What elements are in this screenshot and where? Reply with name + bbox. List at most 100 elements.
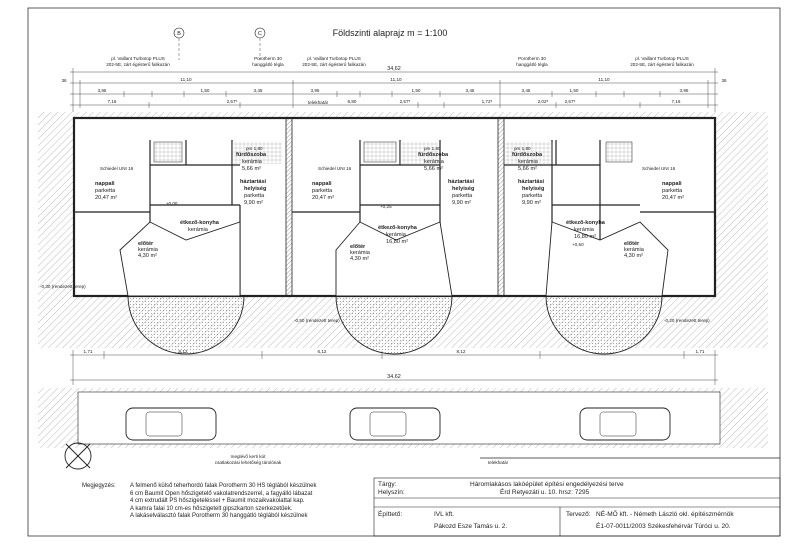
u2-chimney: Schiedel UNI 16 [318, 166, 352, 171]
dim-row3-5: 2,02⁵ [538, 99, 549, 104]
epitteto-value-2: Pákozd Esze Tamás u. 2. [434, 523, 508, 530]
tervezo-label: Tervező: [566, 511, 591, 518]
axis-marker-b: B [173, 27, 185, 60]
dim-row1-3: 11,10 [598, 77, 610, 82]
tervezo-value-2: É1-07-0011/2003 Székesfehérvár Túróci u.… [596, 523, 731, 530]
u1-nappali-area: 20,47 m² [95, 195, 117, 201]
u3-level: +0,50 [572, 242, 584, 247]
targy-value: Háromlakásos lakóépület építési engedély… [470, 481, 624, 488]
dim-row2-6: 3,45 [522, 88, 531, 93]
unit-2-rooms: nappali parketta 20,47 m² fürdőszoba ker… [312, 146, 475, 262]
axis-label-c: C [258, 31, 262, 37]
dim-row3-2: 6,80 [348, 99, 357, 104]
equipment-notes: pl. Vaillant Turbotop PLUS 202-5E, zárt … [106, 56, 694, 67]
u2-haz: háztartási [448, 179, 475, 185]
title-block [373, 477, 781, 537]
u2-haz-area: 9,90 m² [452, 200, 471, 206]
notes-heading: Megjegyzés: [82, 483, 116, 489]
plot-boundary-bottom: telekhatár [488, 460, 509, 465]
dim-row3-6: 2,57⁵ [565, 99, 576, 104]
u2-nappali-area: 20,47 m² [312, 195, 334, 201]
u2-konyha: étkező-konyha [378, 225, 418, 231]
u2-furdo: fürdőszoba [418, 152, 449, 158]
notes-block: Megjegyzés: A felmenő külső teherhordó f… [82, 483, 372, 533]
note-4-line2: hanggátló tégla [516, 62, 548, 67]
terrain-right: -0,20 (rendezett terep) [664, 318, 710, 323]
dim-row3-0: 7,16 [108, 99, 117, 104]
dim-row2-1: 1,50 [201, 88, 210, 93]
u1-konyha: étkező-konyha [180, 220, 220, 226]
dim-row2-0: 3,95 [98, 88, 107, 93]
plot-boundary-label: telekhatár [308, 100, 329, 105]
bottom-dimension-chain [70, 350, 718, 385]
u3-haz-area: 9,90 m² [522, 200, 541, 206]
helyszin-value: Érd Retyezáti u. 10. hrsz: 7295 [500, 489, 590, 496]
u3-konyha: étkező-konyha [566, 220, 606, 226]
targy-label: Tárgy: [378, 481, 397, 488]
u1-furdo-mat: kerámia [242, 159, 263, 165]
u1-furdo: fürdőszoba [236, 152, 267, 158]
u3-konyha-area: 16,80 m² [574, 234, 596, 240]
u2-elo-mat: kerámia [350, 250, 371, 256]
note-2-line2: hanggátló tégla [252, 62, 284, 67]
u2-furdo-mat: kerámia [424, 159, 445, 165]
car-2 [349, 407, 441, 441]
u2-haz2: helyiség [452, 186, 475, 192]
tervezo-value-1: NÉ-MŐ kft. - Németh László okl. építészm… [596, 511, 734, 518]
dim-row3-7: 7,16 [672, 99, 681, 104]
helyszin-label: Helyszín: [378, 489, 405, 496]
u3-furdo: fürdőszoba [512, 152, 543, 158]
u3-chimney: Schiedel UNI 16 [642, 166, 676, 171]
u3-haz-mat: parketta [522, 193, 543, 199]
dim-bottom-1: 8,12 [179, 349, 188, 354]
u1-haz-mat: parketta [244, 193, 265, 199]
notes-line-1: A felmenő külső teherhordó falak Porothe… [130, 483, 317, 489]
top-dimension-chains [70, 68, 718, 112]
notes-line-3: 4 cm extrudált PS hőszigeteléssel + Baum… [130, 498, 305, 504]
note-3-line1: pl. Vaillant Turbotop PLUS [307, 56, 361, 61]
u3-haz2: helyiség [522, 186, 545, 192]
note-2-line1: Porotherm 30 [254, 56, 282, 61]
u1-chimney: Schiedel UNI 16 [100, 166, 134, 171]
dim-row2-3: 3,95 [311, 88, 320, 93]
u3-pm: pm 1,80 [514, 146, 531, 151]
terrain-mid: -0,50 (rendezett terep) [294, 318, 340, 323]
dim-bottom-2: 6,12 [318, 349, 327, 354]
dim-overall-top: 34,62 [387, 66, 401, 72]
dim-row2-4: 1,50 [412, 88, 421, 93]
notes-line-5: A lakáselválasztó falak Porotherm 30 han… [130, 513, 308, 519]
u1-elo-area: 4,30 m² [138, 253, 157, 259]
u2-konyha-mat: kerámia [386, 232, 407, 238]
u3-furdo-mat: kerámia [518, 159, 539, 165]
title-block-text: Tárgy: Háromlakásos lakóépület építési e… [374, 478, 780, 536]
notes-line-4: A kamra falai 10 cm-es hőszigetelt gipsz… [130, 505, 293, 512]
note-1-line2: 202-5E, zárt égésterű falikazán [106, 62, 170, 67]
dim-row3-1: 2,57⁵ [227, 99, 238, 104]
epitteto-value-1: IVL kft. [434, 511, 454, 518]
u1-elo: előtér [138, 241, 154, 247]
u1-level: ±0,00 [166, 201, 178, 206]
axis-marker-c: C [254, 27, 266, 60]
well-label-2: csatlakozási lehetőség tárolónak [215, 460, 282, 465]
u3-nappali-area: 20,47 m² [662, 195, 684, 201]
dim-bottom-0: 1,71 [84, 349, 93, 354]
u2-level: +0,25 [380, 204, 392, 209]
dim-row1-4: 36 [721, 78, 727, 83]
u2-haz-mat: parketta [452, 193, 473, 199]
dim-row3-3: 2,57⁵ [400, 99, 411, 104]
u1-elo-mat: kerámia [138, 247, 159, 253]
dim-bottom-4: 1,71 [696, 349, 705, 354]
u1-nappali: nappali [95, 181, 115, 187]
car-3 [579, 407, 671, 441]
dim-row1-0: 36 [61, 78, 67, 83]
porches [119, 221, 669, 355]
dim-row1-1: 11,10 [180, 77, 192, 82]
north-arrow-icon [64, 442, 92, 470]
terrain-left: -0,30 (rendezett terep) [40, 284, 86, 289]
note-5-line2: 202-5E, zárt égésterű falikazán [630, 62, 694, 67]
u2-nappali-mat: parketta [312, 188, 333, 194]
notes-line-2: 6 cm Baumit Open hőszigetelő vakolatrend… [130, 490, 313, 497]
u2-elo: előtér [350, 244, 366, 250]
